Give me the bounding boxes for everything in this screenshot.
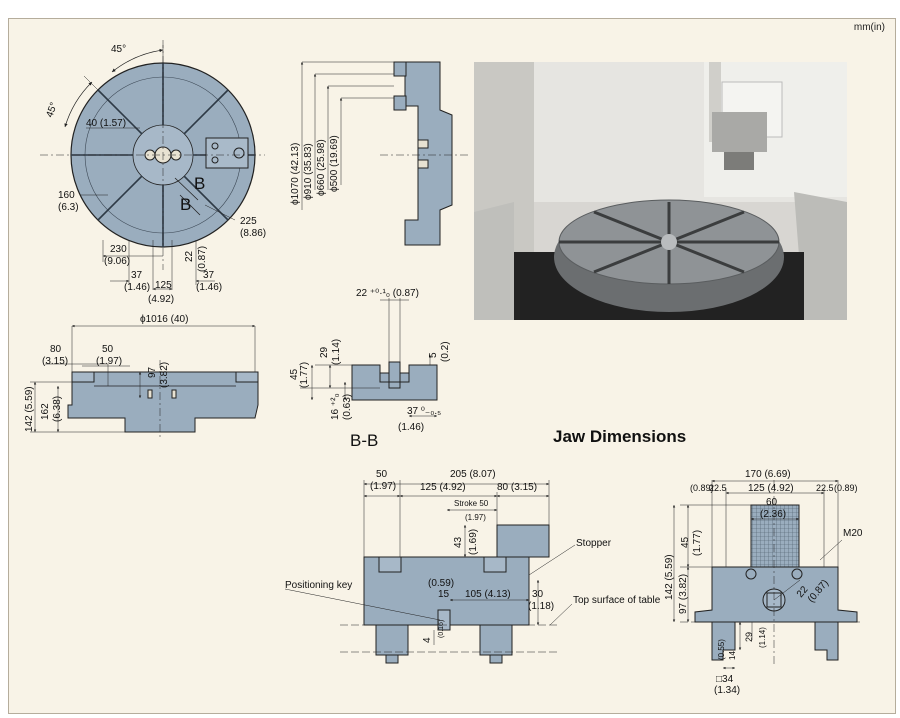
jaw-d30-label: 30 [532, 589, 544, 600]
d22-label: 22 [184, 250, 195, 262]
jaw-end-view [672, 479, 860, 670]
r230-label: 230 [110, 244, 127, 255]
d50-inch-label: (1.97) [96, 356, 122, 367]
end-d055-label: (0.55) [717, 639, 726, 660]
jaw-side-labels: 50 (1.97) 205 (8.07) 125 (4.92) 80 (3.15… [285, 469, 661, 643]
d37a-inch-label: (1.46) [124, 282, 150, 293]
side-view-labels: ϕ1070 (42.13) ϕ910 (35.83) ϕ660 (25.98) … [290, 135, 340, 205]
dia-1016-label: ϕ1016 (40) [140, 314, 188, 325]
jaw-d43-label: 43 [453, 536, 464, 548]
jaw-d80-label: 80 (3.15) [497, 482, 537, 493]
machine-table-photo [474, 62, 847, 320]
end-d089a-label: (0.89) [690, 483, 714, 493]
end-d97-label: 97 (3.82) [678, 574, 689, 614]
jaw-d4-label: 4 [422, 637, 433, 643]
dia-910-label: ϕ910 (35.83) [303, 143, 314, 200]
end-d14-label: 14 [728, 651, 737, 660]
d125-label: 125 [155, 280, 172, 291]
end-d225a-label: 22.5 [709, 483, 727, 493]
section-bb-labels: 22 ⁺⁰·¹₀ (0.87) 29 (1.14) 45 (1.77) 5 (0… [289, 288, 451, 450]
jaw-d50-label: 50 [376, 469, 388, 480]
d16-inch-label: (0.63) [342, 394, 353, 420]
angle-label-2: 45° [44, 101, 60, 119]
d125-inch-label: (4.92) [148, 294, 174, 305]
d37b-inch-label: (1.46) [196, 282, 222, 293]
end-d089b-label: (0.89) [834, 483, 858, 493]
d37a-label: 37 [131, 270, 143, 281]
jaw-d43-inch-label: (1.69) [468, 529, 479, 555]
d37-inch-label: (1.46) [398, 422, 424, 433]
jaw-d30-inch-label: (1.18) [528, 601, 554, 612]
table-top-labels: 45° 45° 40 (1.57) 160 (6.3) 225 (8.86) 2… [44, 44, 266, 305]
front-view-labels: ϕ1016 (40) 80 (3.15) 50 (1.97) 97 (3.82)… [24, 314, 188, 432]
d29-label: 29 [319, 346, 330, 358]
end-d60-label: 60 [766, 497, 778, 508]
end-d170-label: 170 (6.69) [745, 469, 791, 480]
d29-inch-label: (1.14) [331, 339, 342, 365]
end-d45-label: 45 [680, 536, 691, 548]
slot-width-label: 40 (1.57) [86, 118, 126, 129]
dia-660-label: ϕ660 (25.98) [316, 139, 327, 196]
jaw-d205-label: 205 (8.07) [450, 469, 496, 480]
d37b-label: 37 [203, 270, 215, 281]
d162-inch-label: (6.38) [52, 396, 63, 422]
d80-label: 80 [50, 344, 62, 355]
table-top-view [40, 40, 265, 291]
d97-label: 97 [147, 366, 158, 378]
stroke-label: Stroke 50 [454, 499, 489, 508]
end-d29-inch-label: (1.14) [758, 627, 767, 648]
r225-inch-label: (8.86) [240, 228, 266, 239]
r160-label: 160 [58, 190, 75, 201]
m20-label: M20 [843, 528, 863, 539]
section-marker-b1: B [194, 174, 205, 193]
d80-inch-label: (3.15) [42, 356, 68, 367]
table-side-view [300, 61, 470, 246]
d22-inch-label: (0.87) [197, 246, 208, 272]
jaw-d125-label: 125 (4.92) [420, 482, 466, 493]
end-d34-label: □34 [716, 674, 734, 685]
d45-label: 45 [289, 368, 300, 380]
r225-label: 225 [240, 216, 257, 227]
end-d125-label: 125 (4.92) [748, 483, 794, 494]
slot-width-label: 22 ⁺⁰·¹₀ (0.87) [356, 288, 419, 299]
stopper-label: Stopper [576, 538, 612, 549]
end-d60-inch-label: (2.36) [760, 509, 786, 520]
end-d45-inch-label: (1.77) [692, 530, 703, 556]
unit-label: mm(in) [853, 22, 885, 33]
jaw-dimensions-title: Jaw Dimensions [553, 427, 687, 446]
r160-inch-label: (6.3) [58, 202, 79, 213]
stroke-inch-label: (1.97) [465, 513, 486, 522]
d97-inch-label: (3.82) [159, 362, 170, 388]
end-d225b-label: 22.5 [816, 483, 834, 493]
jaw-d059-label: (0.59) [428, 578, 454, 589]
end-d142-label: 142 (5.59) [664, 554, 675, 600]
jaw-d105-label: 105 (4.13) [465, 589, 511, 600]
d162-label: 162 [40, 403, 51, 420]
d37-label: 37 ⁰₋₀.₅ [407, 406, 441, 417]
jaw-side-view [284, 480, 576, 664]
section-bb-view [300, 298, 438, 418]
jaw-d50-inch-label: (1.97) [370, 481, 396, 492]
table-front-view [30, 324, 259, 440]
dia-500-label: ϕ500 (19.69) [329, 135, 340, 192]
d142-label: 142 (5.59) [24, 386, 35, 432]
r230-inch-label: (9.06) [104, 256, 130, 267]
d50-label: 50 [102, 344, 114, 355]
jaw-d4-inch-label: (0.16) [438, 620, 445, 638]
positioning-key-label: Positioning key [285, 580, 352, 591]
angle-label-1: 45° [111, 44, 126, 55]
d16-label: 16 ⁺²₀ [330, 393, 341, 420]
top-surface-label: Top surface of table [573, 595, 661, 606]
d5-label: 5 [428, 352, 439, 358]
jaw-d15-label: 15 [438, 589, 450, 600]
section-marker-b2: B [180, 195, 191, 214]
end-d29-label: 29 [744, 632, 754, 642]
d45-inch-label: (1.77) [299, 362, 310, 388]
d5-inch-label: (0.2) [440, 341, 451, 362]
section-bb-title: B-B [350, 431, 378, 450]
dia-1070-label: ϕ1070 (42.13) [290, 143, 301, 205]
end-d34-inch-label: (1.34) [714, 685, 740, 696]
